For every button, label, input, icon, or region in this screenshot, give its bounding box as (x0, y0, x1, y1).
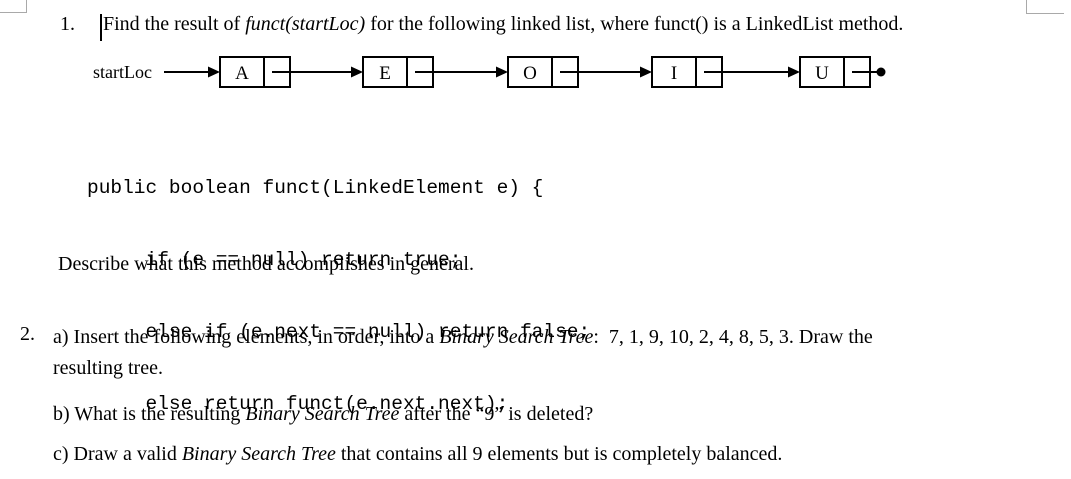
node-letter: O (523, 63, 537, 84)
question-2a: a) Insert the following elements, in ord… (53, 322, 873, 384)
link-arrow-head (351, 66, 363, 78)
question-2a-text: a) Insert the following elements, in ord… (53, 326, 440, 348)
question-1-italic: funct(startLoc) (245, 13, 366, 35)
question-1-describe: Describe what this method accomplishes i… (58, 253, 474, 275)
text-cursor (100, 14, 102, 41)
question-2c-italic: Binary Search Tree (181, 443, 336, 465)
question-2c-text: c) Draw a valid (53, 443, 182, 465)
code-line: public boolean funct(LinkedElement e) { (87, 177, 544, 199)
start-arrow-head (208, 66, 220, 78)
page-corner-mark-left (0, 0, 27, 13)
question-2-number: 2. (20, 323, 35, 345)
question-2b-text-after: after the “9” is deleted? (399, 403, 594, 425)
node-letter: E (379, 63, 391, 84)
page-corner-mark-right (1026, 0, 1064, 14)
question-1-number: 1. (60, 13, 75, 35)
question-2c: c) Draw a valid Binary Search Tree that … (53, 442, 782, 466)
question-1: 1. Find the result of funct(startLoc) for… (60, 12, 903, 36)
null-terminator-dot (876, 67, 886, 77)
node-letter: U (815, 63, 829, 84)
link-arrow-head (788, 66, 800, 78)
question-2a-text-after: : 7, 1, 9, 10, 2, 4, 8, 5, 3. Draw the (593, 326, 873, 348)
link-arrow-head (640, 66, 652, 78)
question-2b-text: b) What is the resulting (53, 403, 246, 425)
code-line: if (e == null) return true; (87, 249, 462, 271)
linked-list-diagram: startLoc A E O I U (93, 56, 886, 88)
code-line: else return funct(e.next.next); (87, 393, 509, 415)
question-2a-italic: Binary Search Tree (439, 326, 594, 348)
link-arrow-head (496, 66, 508, 78)
node-letter: A (235, 63, 249, 84)
question-1-text: Find the result of (103, 13, 246, 35)
question-1-text-after: for the following linked list, where fun… (365, 13, 904, 35)
question-2b-italic: Binary Search Tree (245, 403, 400, 425)
question-2a-line2: resulting tree. (53, 357, 163, 379)
code-block: public boolean funct(LinkedElement e) { … (87, 128, 590, 440)
list-node-o: O (507, 56, 579, 88)
code-line: else if (e.next == null) return false; (87, 321, 591, 343)
start-pointer-label: startLoc (93, 62, 152, 82)
node-letter: I (671, 63, 677, 84)
question-2c-text-after: that contains all 9 elements but is comp… (335, 443, 783, 465)
question-2b: b) What is the resulting Binary Search T… (53, 402, 593, 426)
